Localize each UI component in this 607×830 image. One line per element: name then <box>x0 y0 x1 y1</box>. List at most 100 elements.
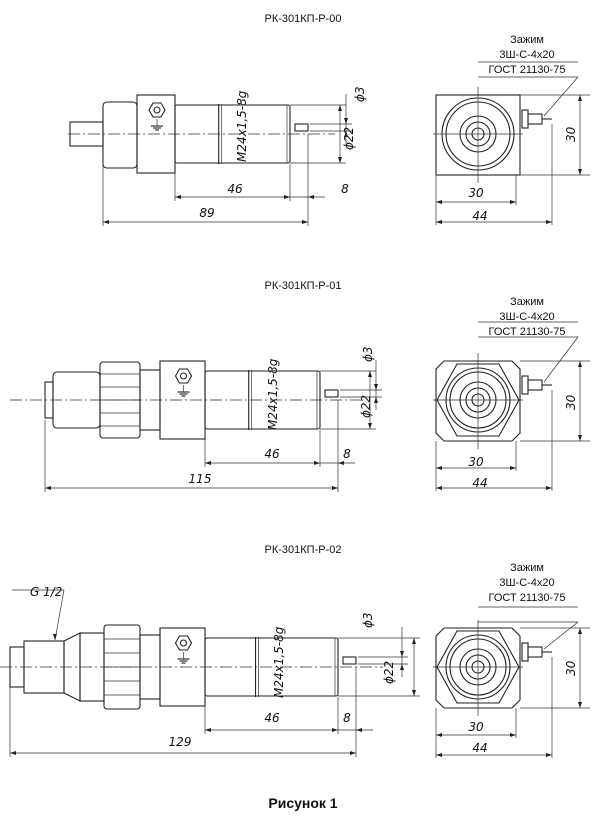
dim-8: 8 <box>341 182 349 196</box>
arrowhead <box>53 634 57 640</box>
arrowhead <box>338 105 342 111</box>
arrowhead <box>344 131 348 137</box>
terminal-clamp-body <box>527 646 543 658</box>
arrowhead <box>314 461 320 465</box>
terminal-clamp-body <box>527 379 543 391</box>
arrowhead <box>578 361 582 367</box>
terminal-clamp-icon <box>521 109 529 129</box>
clamp-type: 3Ш-С-4х20 <box>499 311 554 323</box>
thread-label: M24x1,5-8g <box>266 358 280 430</box>
ground-screw <box>153 106 161 114</box>
ground-screw <box>179 372 188 380</box>
clamp-label: Зажим <box>510 562 544 574</box>
rear-cap <box>102 101 138 169</box>
arrowhead <box>344 118 348 124</box>
arrowhead <box>284 195 290 199</box>
section-0-geometry <box>68 61 590 226</box>
sensing-pin <box>324 389 339 398</box>
arrowhead <box>546 220 552 224</box>
arrowhead <box>400 664 404 670</box>
drawing-shapes <box>0 61 590 758</box>
dim-height: 30 <box>564 126 578 142</box>
sensor-body <box>204 637 339 697</box>
arrowhead <box>175 195 181 199</box>
arrowhead <box>436 200 442 204</box>
arrowhead <box>368 371 372 377</box>
arrowhead <box>10 751 16 755</box>
ground-screw-nut <box>174 368 193 384</box>
clamp-standard: ГОСТ 21130-75 <box>489 326 566 338</box>
dim-total-length: 89 <box>199 206 214 220</box>
dim-diameter-22: ϕ22 <box>342 127 356 150</box>
arrowhead <box>356 728 362 732</box>
dim-46: 46 <box>264 447 280 461</box>
dim-width-outer: 44 <box>472 476 487 490</box>
thread-label: M24x1,5-8g <box>235 90 249 162</box>
dim-8: 8 <box>343 711 351 725</box>
dim-46: 46 <box>264 711 280 725</box>
arrowhead <box>510 733 516 737</box>
arrowhead <box>436 486 442 490</box>
arrowhead <box>103 220 109 224</box>
ground-screw <box>179 639 188 647</box>
clamp-label: Зажим <box>510 296 544 308</box>
port-thread-label: G 1/2 <box>30 585 62 599</box>
thread-label: M24x1,5-8g <box>272 626 286 698</box>
figure-caption: Рисунок 1 <box>268 795 337 811</box>
arrowhead <box>338 461 344 465</box>
arrowhead <box>412 690 416 696</box>
arrowhead <box>546 486 552 490</box>
label-leader <box>543 336 579 383</box>
arrowhead <box>578 169 582 175</box>
clamp-standard: ГОСТ 21130-75 <box>489 64 566 76</box>
arrowhead <box>578 702 582 708</box>
dim-46: 46 <box>227 182 243 196</box>
dim-diameter-3: ϕ3 <box>353 86 367 102</box>
dim-total-length: 129 <box>169 735 192 749</box>
section-00: РК-301КП-Р-00 Зажим 3Ш-С-4х20 ГОСТ 21130… <box>199 13 578 223</box>
clamp-type: 3Ш-С-4х20 <box>499 577 554 589</box>
ground-screw-nut <box>148 102 166 118</box>
section-01: РК-301КП-Р-01 Зажим 3Ш-С-4х20 ГОСТ 21130… <box>189 280 578 490</box>
arrowhead <box>368 423 372 429</box>
dim-width-inner: 30 <box>468 186 484 200</box>
arrowhead <box>436 466 442 470</box>
sensing-pin <box>294 123 309 132</box>
section-title: РК-301КП-Р-00 <box>265 13 342 25</box>
arrowhead <box>350 751 356 755</box>
front-housing <box>435 627 521 709</box>
arrowhead <box>436 220 442 224</box>
arrowhead <box>302 220 308 224</box>
arrowhead <box>374 384 378 390</box>
sensor-body <box>174 104 291 164</box>
arrowhead <box>578 95 582 101</box>
dim-height: 30 <box>564 394 578 410</box>
dim-width-inner: 30 <box>468 720 484 734</box>
section-02: РК-301КП-Р-02 Зажим 3Ш-С-4х20 ГОСТ 21130… <box>30 544 578 755</box>
arrowhead <box>578 435 582 441</box>
arrowhead <box>412 638 416 644</box>
arrowhead <box>510 466 516 470</box>
sensing-pin <box>342 656 357 665</box>
arrowhead <box>436 753 442 757</box>
arrowhead <box>338 157 342 163</box>
section-title: РК-301КП-Р-02 <box>265 544 342 556</box>
dim-diameter-3: ϕ3 <box>361 612 375 628</box>
terminal-clamp-icon <box>521 642 529 662</box>
clamp-label: Зажим <box>510 34 544 46</box>
dim-width-outer: 44 <box>472 741 487 755</box>
clamp-standard: ГОСТ 21130-75 <box>489 592 566 604</box>
dim-height: 30 <box>564 660 578 676</box>
sensor-body <box>204 370 321 430</box>
arrowhead <box>45 486 51 490</box>
arrowhead <box>332 728 338 732</box>
arrowhead <box>205 728 211 732</box>
dim-width-inner: 30 <box>468 455 484 469</box>
dim-diameter-22: ϕ22 <box>382 661 396 684</box>
terminal-clamp-icon <box>521 375 529 395</box>
arrowhead <box>205 461 211 465</box>
arrowhead <box>436 733 442 737</box>
arrowhead <box>578 628 582 634</box>
arrowhead <box>546 753 552 757</box>
